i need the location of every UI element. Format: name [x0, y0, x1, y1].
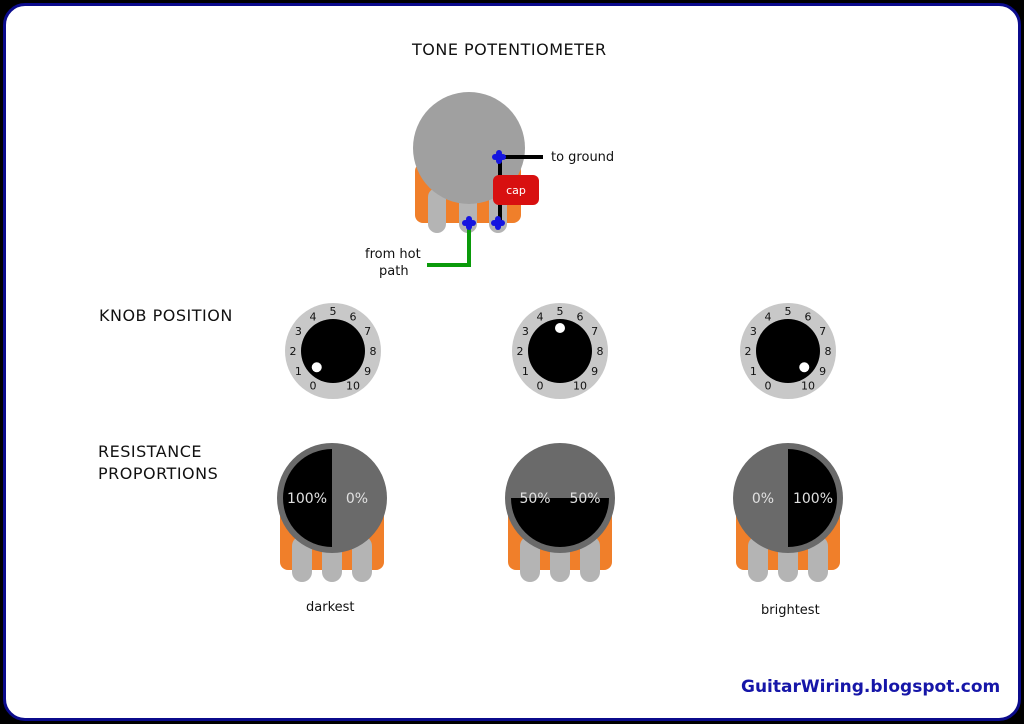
resistance-fill: [283, 449, 332, 547]
dial-number-5: 5: [785, 305, 792, 318]
dial-number-1: 1: [295, 365, 302, 378]
resistance-pots: 100% 0% 50% 50% 0% 100%: [277, 443, 843, 582]
pot-lug-3: [808, 536, 828, 582]
pot-lug-3: [352, 536, 372, 582]
from-hot-label-line1: from hot: [365, 247, 421, 262]
caption-brightest: brightest: [761, 603, 820, 618]
pot-lug-1: [292, 536, 312, 582]
dial-number-8: 8: [825, 345, 832, 358]
dial-number-8: 8: [370, 345, 377, 358]
solder-point-wiper: [462, 216, 476, 230]
knob-indicator-dot: [799, 362, 810, 373]
right-percent: 0%: [346, 491, 368, 507]
dial-number-4: 4: [310, 310, 317, 323]
resistance-pot-1: 100% 0%: [277, 443, 387, 582]
knob[interactable]: [528, 319, 592, 383]
from-hot-label-line2: path: [379, 264, 409, 279]
dial-number-3: 3: [522, 325, 529, 338]
capacitor: [493, 175, 539, 205]
knob-indicator-dot: [555, 323, 565, 333]
dial-number-1: 1: [750, 365, 757, 378]
knob[interactable]: [301, 319, 365, 383]
pot-lug-3: [580, 536, 600, 582]
dial-number-7: 7: [591, 325, 598, 338]
knob[interactable]: [756, 319, 820, 383]
dial-number-0: 0: [537, 380, 544, 393]
dial-number-6: 6: [805, 310, 812, 323]
dial-number-4: 4: [765, 310, 772, 323]
dial-number-4: 4: [537, 310, 544, 323]
dial-number-7: 7: [819, 325, 826, 338]
dial-number-5: 5: [557, 305, 564, 318]
dial-number-0: 0: [765, 380, 772, 393]
dial-number-8: 8: [597, 345, 604, 358]
left-percent: 50%: [519, 491, 550, 507]
dial-number-3: 3: [750, 325, 757, 338]
pot-lug-1: [748, 536, 768, 582]
to-ground-label: to ground: [551, 150, 615, 165]
left-percent: 0%: [752, 491, 774, 507]
knob-indicator-dot: [311, 362, 322, 373]
dial-number-2: 2: [745, 345, 752, 358]
resistance-pot-3: 0% 100%: [733, 443, 843, 582]
solder-point-lug3: [491, 216, 505, 230]
site-credit[interactable]: GuitarWiring.blogspot.com: [741, 677, 1001, 697]
pot-lug-1: [520, 536, 540, 582]
resistance-heading-line1: RESISTANCE: [98, 442, 202, 461]
dial-number-9: 9: [364, 365, 371, 378]
resistance-fill: [788, 449, 837, 547]
dial-number-6: 6: [350, 310, 357, 323]
dial-number-9: 9: [819, 365, 826, 378]
solder-point-ground: [492, 150, 506, 164]
dial-number-0: 0: [310, 380, 317, 393]
dial-number-10: 10: [573, 380, 587, 393]
dial-number-9: 9: [591, 365, 598, 378]
right-percent: 50%: [569, 491, 600, 507]
dial-number-5: 5: [330, 305, 337, 318]
page-title: TONE POTENTIOMETER: [412, 40, 607, 59]
resistance-pot-2: 50% 50%: [505, 443, 615, 582]
tone-pot: cap: [413, 92, 543, 267]
dial-number-10: 10: [801, 380, 815, 393]
hot-wire: [427, 223, 471, 267]
caption-darkest: darkest: [306, 600, 355, 615]
resistance-fill: [511, 498, 609, 547]
cap-label: cap: [506, 184, 526, 197]
dial-number-7: 7: [364, 325, 371, 338]
resistance-heading-line2: PROPORTIONS: [98, 464, 219, 483]
dial-number-3: 3: [295, 325, 302, 338]
dial-number-6: 6: [577, 310, 584, 323]
knob-position-heading: KNOB POSITION: [99, 306, 233, 325]
dial-number-2: 2: [290, 345, 297, 358]
dial-number-10: 10: [346, 380, 360, 393]
dial-number-1: 1: [522, 365, 529, 378]
left-percent: 100%: [287, 491, 327, 507]
dial-number-2: 2: [517, 345, 524, 358]
pot-lug-left: [428, 188, 446, 233]
right-percent: 100%: [793, 491, 833, 507]
